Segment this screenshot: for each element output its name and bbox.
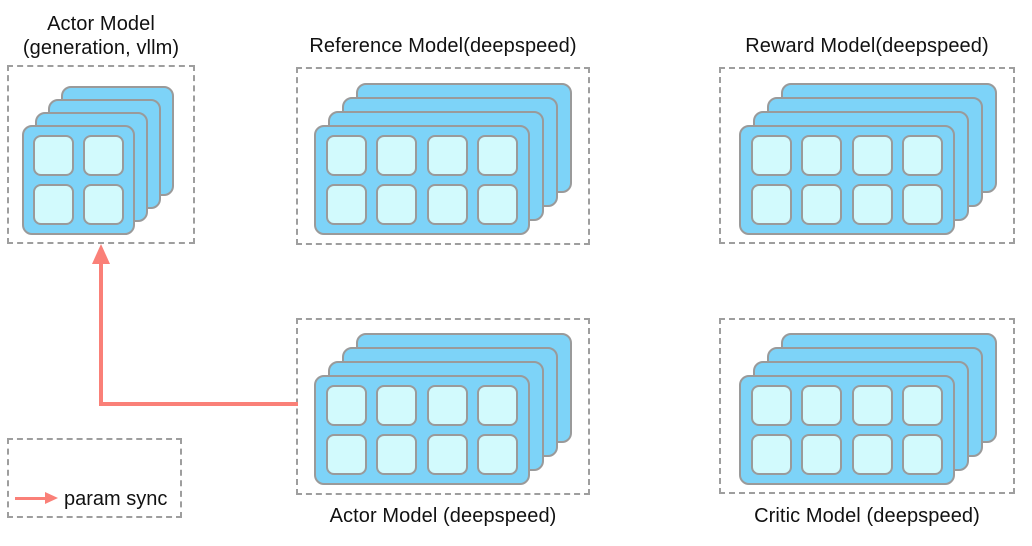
gpu-card xyxy=(739,125,955,235)
param-sync-legend-arrow-icon xyxy=(15,497,46,500)
gpu-cell xyxy=(902,135,944,176)
gpu-cell xyxy=(376,135,418,176)
gpu-cell xyxy=(750,135,792,176)
gpu-cell xyxy=(376,385,418,426)
node-label-reward: Reward Model(deepspeed) xyxy=(745,35,989,57)
node-label-actor-deepspeed: Actor Model (deepspeed) xyxy=(329,505,557,527)
gpu-cell xyxy=(426,385,468,426)
node-label-actor-vllm-line1: Actor Model xyxy=(47,13,155,35)
node-label-actor-vllm-line2: (generation, vllm) xyxy=(22,37,180,59)
gpu-cell xyxy=(33,135,74,176)
gpu-card-stack xyxy=(739,333,997,485)
gpu-cell xyxy=(376,184,418,225)
param-sync-arrowhead-icon xyxy=(92,244,110,264)
gpu-cell xyxy=(325,184,367,225)
gpu-cell xyxy=(851,184,893,225)
gpu-cell xyxy=(477,184,519,225)
node-label-critic: Critic Model (deepspeed) xyxy=(754,505,980,527)
node-box-actor-deepspeed xyxy=(296,318,590,495)
gpu-cell xyxy=(325,385,367,426)
gpu-card xyxy=(739,375,955,485)
node-box-reward xyxy=(719,67,1015,244)
gpu-cell xyxy=(801,434,843,475)
gpu-card xyxy=(314,375,530,485)
gpu-cell xyxy=(801,385,843,426)
param-sync-arrow-horizontal-segment xyxy=(99,402,298,406)
node-box-actor-vllm xyxy=(7,65,195,244)
gpu-cell xyxy=(902,434,944,475)
gpu-cell xyxy=(83,184,124,225)
gpu-cell xyxy=(750,434,792,475)
gpu-cell xyxy=(902,184,944,225)
gpu-cell xyxy=(750,184,792,225)
gpu-card-stack xyxy=(314,83,572,235)
gpu-card-stack xyxy=(314,333,572,485)
gpu-cell xyxy=(851,434,893,475)
node-label-actor-vllm: Actor Model (generation, vllm) xyxy=(1,12,201,60)
gpu-cell xyxy=(33,184,74,225)
gpu-cell xyxy=(426,434,468,475)
gpu-cell xyxy=(750,385,792,426)
gpu-cell xyxy=(426,135,468,176)
legend: param sync xyxy=(7,438,182,518)
gpu-cell xyxy=(801,184,843,225)
node-box-reference xyxy=(296,67,590,245)
gpu-cell xyxy=(426,184,468,225)
param-sync-arrow-vertical-segment xyxy=(99,263,103,406)
gpu-cell xyxy=(477,135,519,176)
param-sync-legend-arrowhead-icon xyxy=(45,492,58,504)
gpu-cell xyxy=(477,385,519,426)
gpu-cell xyxy=(851,135,893,176)
gpu-cell xyxy=(376,434,418,475)
gpu-card-stack xyxy=(739,83,997,235)
gpu-cell xyxy=(83,135,124,176)
gpu-cell xyxy=(325,434,367,475)
gpu-card xyxy=(314,125,530,235)
gpu-cell xyxy=(902,385,944,426)
node-label-reference: Reference Model(deepspeed) xyxy=(309,35,577,57)
gpu-cell xyxy=(325,135,367,176)
legend-label: param sync xyxy=(64,488,168,510)
node-box-critic xyxy=(719,318,1015,494)
gpu-cell xyxy=(801,135,843,176)
gpu-cell xyxy=(477,434,519,475)
gpu-cell xyxy=(851,385,893,426)
gpu-card-stack xyxy=(22,86,174,235)
gpu-card xyxy=(22,125,135,235)
